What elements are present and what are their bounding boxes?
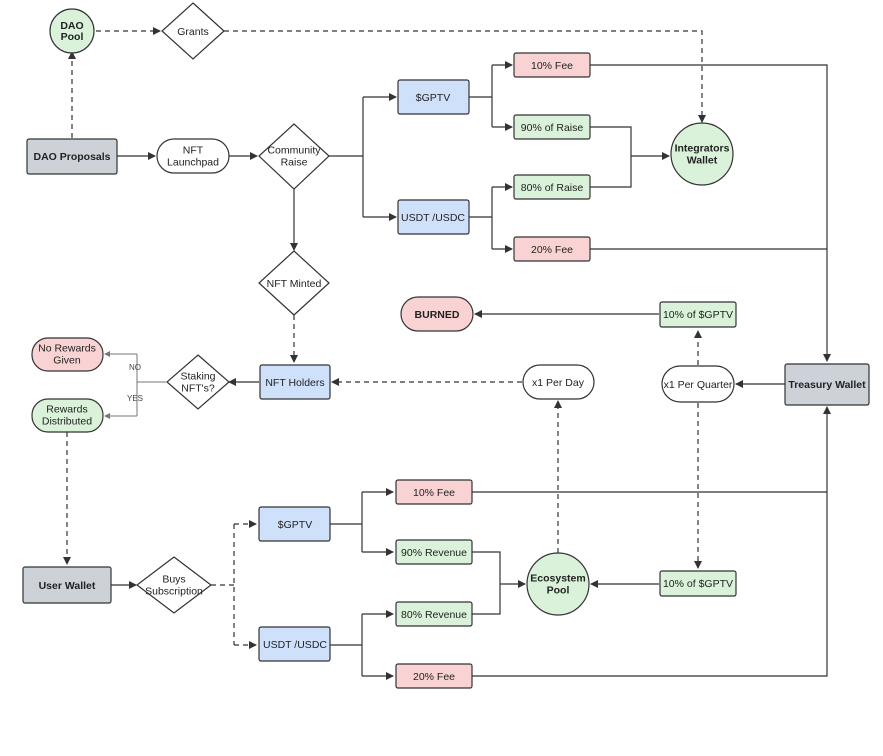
gptv10-bottom-node xyxy=(659,570,737,597)
raise90-label: 90% of Raise xyxy=(521,122,584,134)
fee20-top-label: 20% Fee xyxy=(531,244,573,256)
edge-labels: NO YES xyxy=(127,363,143,403)
yes-label: YES xyxy=(127,394,143,403)
user-wallet-node xyxy=(22,566,112,604)
edge-fees-bottom-to-treasury xyxy=(472,406,831,677)
raise80-node xyxy=(513,174,591,200)
revenue90-label: 90% Revenue xyxy=(401,547,467,559)
fee20-top-node xyxy=(513,236,591,262)
integrators-wallet-node xyxy=(670,122,734,186)
gptv-top-label: $GPTV xyxy=(416,92,450,104)
edge-revenue-merge xyxy=(472,551,501,615)
fee20-bottom-label: 20% Fee xyxy=(413,671,455,683)
dao-proposals-label: DAO Proposals xyxy=(33,151,110,163)
usdt-bottom-node xyxy=(258,626,331,662)
fee10-bottom-node xyxy=(395,479,473,505)
per-day-label: x1 Per Day xyxy=(532,377,585,389)
nft-minted-label: NFT Minted xyxy=(267,278,322,290)
nft-launchpad-node xyxy=(156,138,230,174)
usdt-bottom-label: USDT /USDC xyxy=(263,639,327,651)
edge-fees-to-treasury xyxy=(590,64,831,362)
community-raise-node xyxy=(258,123,330,190)
revenue80-label: 80% Revenue xyxy=(401,609,467,621)
user-wallet-label: User Wallet xyxy=(39,580,96,592)
gptv-top-node xyxy=(397,79,470,115)
gptv-bottom-label: $GPTV xyxy=(278,519,312,531)
revenue80-node xyxy=(395,601,473,627)
gptv-bottom-node xyxy=(258,506,331,542)
grants-label: Grants xyxy=(177,26,209,38)
revenue90-node xyxy=(395,539,473,565)
per-day-node xyxy=(522,364,595,400)
buys-subscription-node xyxy=(136,556,212,614)
fee10-top-node xyxy=(513,52,591,78)
no-rewards-node xyxy=(31,337,104,372)
fee10-bottom-label: 10% Fee xyxy=(413,487,455,499)
usdt-top-node xyxy=(397,199,470,235)
dao-proposals-node xyxy=(26,138,118,175)
no-label: NO xyxy=(129,363,141,372)
nft-minted-node xyxy=(258,250,330,316)
edge-grants-to-integrators xyxy=(224,30,706,123)
nft-holders-node xyxy=(259,364,331,400)
connectors xyxy=(63,27,831,680)
staking-node xyxy=(166,354,230,410)
gptv10-top-node xyxy=(659,301,737,328)
gptv10-bottom-label: 10% of $GPTV xyxy=(663,578,733,590)
per-quarter-node xyxy=(661,365,735,403)
edge-raise-merge xyxy=(590,126,632,188)
ecosystem-pool-node xyxy=(526,552,590,616)
grants-node xyxy=(161,2,225,60)
usdt-top-label: USDT /USDC xyxy=(401,212,465,224)
raise80-label: 80% of Raise xyxy=(521,182,584,194)
rewards-distributed-node xyxy=(31,398,104,433)
nft-holders-label: NFT Holders xyxy=(265,377,324,389)
per-quarter-label: x1 Per Quarter xyxy=(664,379,733,391)
treasury-wallet-label: Treasury Wallet xyxy=(788,379,866,391)
fee20-bottom-node xyxy=(395,663,473,689)
burned-label: BURNED xyxy=(415,309,460,321)
burned-node xyxy=(400,296,474,332)
gptv10-top-label: 10% of $GPTV xyxy=(663,309,733,321)
raise90-node xyxy=(513,114,591,140)
fee10-top-label: 10% Fee xyxy=(531,60,573,72)
dao-pool-node xyxy=(49,8,95,54)
treasury-wallet-node xyxy=(784,363,870,406)
